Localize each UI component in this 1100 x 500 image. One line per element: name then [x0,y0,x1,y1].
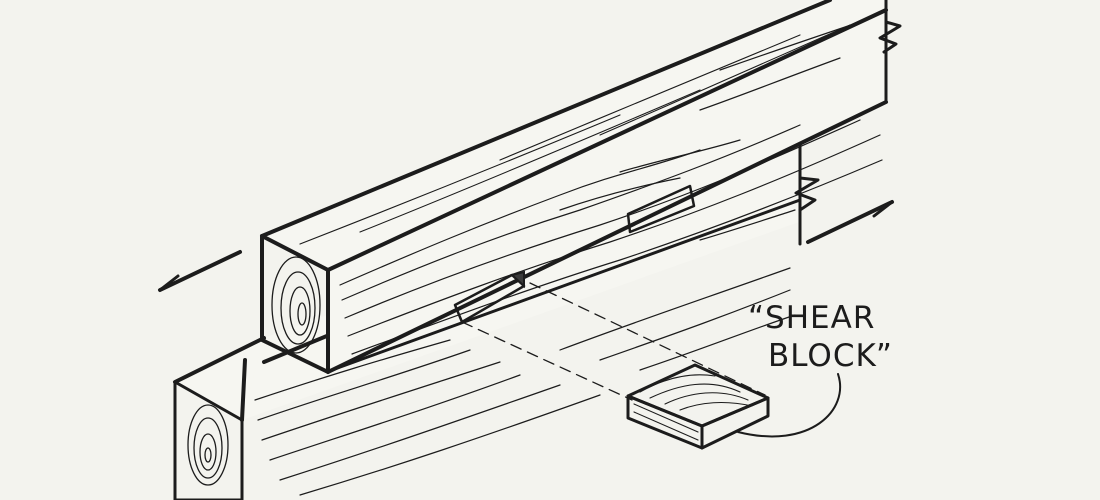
shear-block-slot-left [453,270,526,324]
force-arrow-left [158,250,242,292]
upper-beam-top-grain [299,24,851,245]
shear-block-slot-right [626,184,696,234]
shear-block [626,363,770,450]
upper-beam-side-face [328,10,886,372]
shear-block-side [700,396,770,450]
lower-beam-side-grain [254,209,796,496]
upper-beam [260,0,902,374]
callout-leader-line [737,373,841,438]
upper-beam-top-face [262,0,886,270]
lower-beam-end-grain [187,404,229,486]
lower-beam-end-face [173,380,244,500]
shear-block-top [626,363,770,428]
block-placement-guides [461,282,766,401]
shear-block-label-line-1: “SHEAR [748,300,875,336]
shear-block-label-line-2: BLOCK” [768,338,893,374]
upper-beam-end-grain [271,256,321,354]
force-arrow-right [806,200,894,244]
upper-beam-side-grain [339,21,883,355]
